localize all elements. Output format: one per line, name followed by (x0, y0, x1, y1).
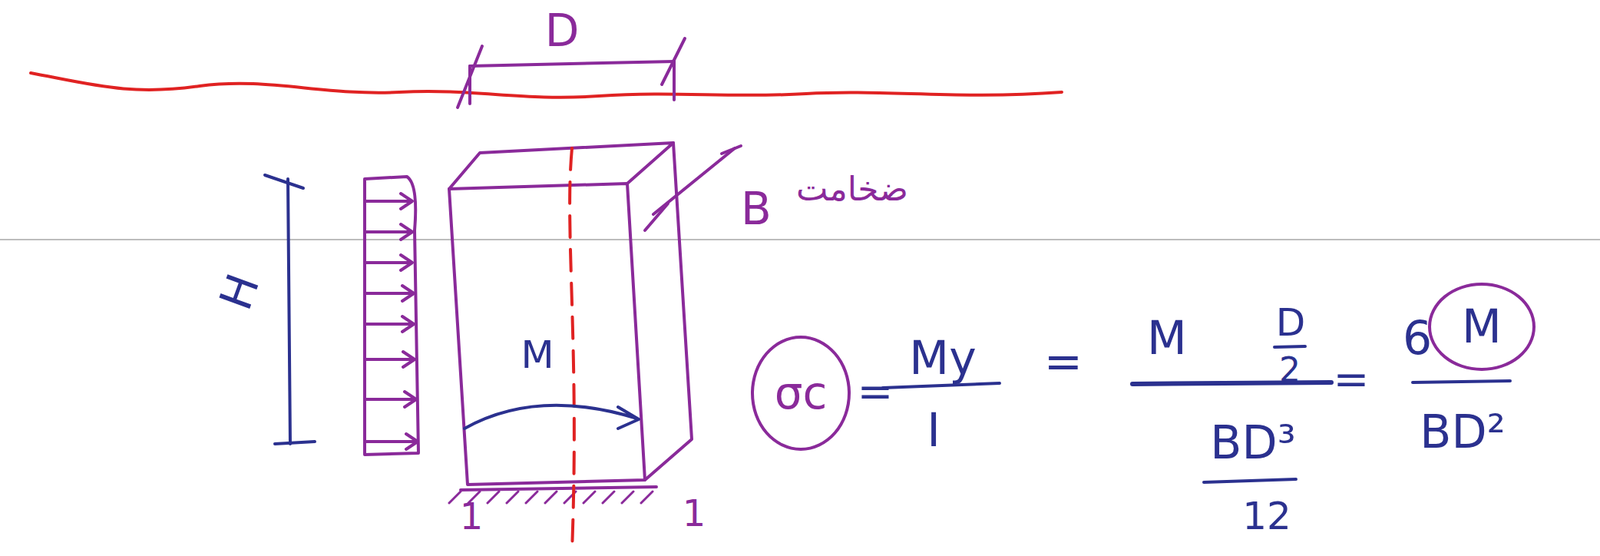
distributed-load (364, 176, 419, 455)
wall-front-face (449, 183, 645, 485)
formula-term: 12 (1242, 496, 1292, 536)
dimension-label: D (545, 8, 580, 53)
dimension-tick (721, 145, 741, 154)
moment-arrow (464, 405, 639, 429)
dimension-tick (644, 203, 668, 231)
water-surface (30, 72, 1062, 98)
section-mark: 1 (459, 497, 484, 535)
formula-term: My (909, 334, 976, 381)
dimension-label: B (740, 186, 772, 232)
equals-sign: = (1333, 357, 1370, 401)
fraction-bar (1132, 382, 1332, 384)
wall-top-face (449, 142, 674, 189)
dimension-tick (274, 441, 315, 444)
formula-term: M (1461, 303, 1502, 350)
wall-side-face (644, 142, 692, 480)
page-rule (0, 238, 1600, 241)
formula-term: BD³ (1209, 419, 1296, 466)
fraction-bar (1203, 479, 1296, 483)
circled-term: M (1428, 282, 1536, 371)
extension-line (468, 66, 472, 104)
fixed-support (460, 486, 657, 490)
height-dimension (287, 178, 291, 444)
dimension-tick (264, 175, 304, 189)
circled-term: σc (750, 335, 851, 451)
formula-term: 2 (1279, 353, 1301, 387)
formula-term: D (1276, 303, 1306, 342)
formula-term: σc (774, 370, 828, 416)
centre-line (569, 148, 575, 552)
dimension-label: H (212, 268, 266, 316)
dimension-line (469, 61, 675, 67)
fraction-bar (882, 383, 1000, 388)
dimension-tick (457, 46, 483, 108)
moment-label: M (520, 335, 554, 374)
load-arrows (364, 193, 418, 450)
formula-term: I (926, 406, 941, 453)
fraction-bar (1412, 380, 1511, 383)
formula-term: BD² (1419, 408, 1505, 455)
fraction-bar (1274, 346, 1306, 348)
section-mark: 1 (682, 494, 707, 532)
extension-line (672, 61, 676, 100)
equals-sign: = (857, 370, 894, 414)
equals-sign: = (1044, 337, 1083, 384)
dimension-note: ضخامت (796, 171, 909, 206)
formula-term: M (1147, 314, 1187, 361)
